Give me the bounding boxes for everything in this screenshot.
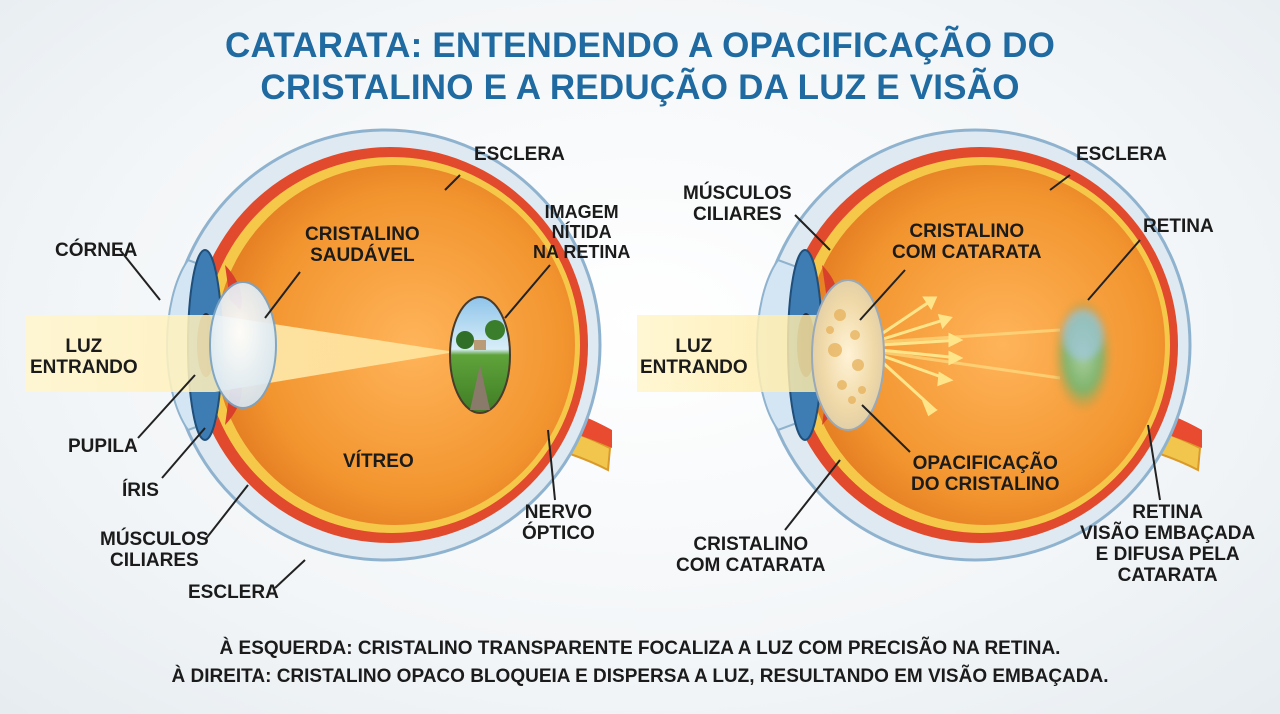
label-iris: ÍRIS [122, 480, 159, 501]
label-optic-nerve: NERVO ÓPTICO [522, 502, 595, 544]
caption-line-1: À ESQUERDA: CRISTALINO TRANSPARENTE FOCA… [219, 638, 1061, 659]
blurred-image-on-retina [1055, 300, 1111, 410]
label-ciliary-muscles-left: MÚSCULOS CILIARES [100, 529, 209, 571]
light-beam-right [637, 315, 845, 392]
label-pupil: PUPILA [68, 436, 138, 457]
label-ciliary-muscles-right: MÚSCULOS CILIARES [683, 183, 792, 225]
page-title-line-1: CATARATA: ENTENDENDO A OPACIFICAÇÃO DO [224, 26, 1056, 65]
label-cornea: CÓRNEA [55, 240, 138, 261]
label-light-entering-right: LUZ ENTRANDO [640, 336, 748, 378]
healthy-eye [25, 128, 612, 589]
label-healthy-lens: CRISTALINO SAUDÁVEL [305, 224, 420, 266]
sharp-image-on-retina [449, 296, 511, 414]
label-esclera-top-right: ESCLERA [1076, 144, 1167, 165]
label-sharp-image: IMAGEM NÍTIDA NA RETINA [533, 202, 631, 262]
label-lens-opacification: OPACIFICAÇÃO DO CRISTALINO [911, 453, 1060, 495]
label-cataract-lens-bottom: CRISTALINO COM CATARATA [676, 534, 826, 576]
scattered-light-rays [878, 296, 1061, 417]
label-retina: RETINA [1143, 216, 1214, 237]
label-cataract-lens-top: CRISTALINO COM CATARATA [892, 221, 1042, 263]
healthy-lens [209, 281, 277, 409]
label-esclera-top-left: ESCLERA [474, 144, 565, 165]
vitreous-right [805, 165, 1165, 525]
caption-line-2: À DIREITA: CRISTALINO OPACO BLOQUEIA E D… [171, 666, 1109, 687]
label-esclera-bottom-left: ESCLERA [188, 582, 279, 603]
label-vitreous: VÍTREO [343, 451, 414, 472]
cloudy-lens [811, 279, 885, 431]
label-blurred-vision: RETINA VISÃO EMBAÇADA E DIFUSA PELA CATA… [1080, 502, 1256, 586]
lens-opacity-spots [826, 309, 866, 404]
label-light-entering-left: LUZ ENTRANDO [30, 336, 138, 378]
page-title-line-2: CRISTALINO E A REDUÇÃO DA LUZ E VISÃO [260, 68, 1020, 107]
cataract-eye [637, 128, 1202, 562]
